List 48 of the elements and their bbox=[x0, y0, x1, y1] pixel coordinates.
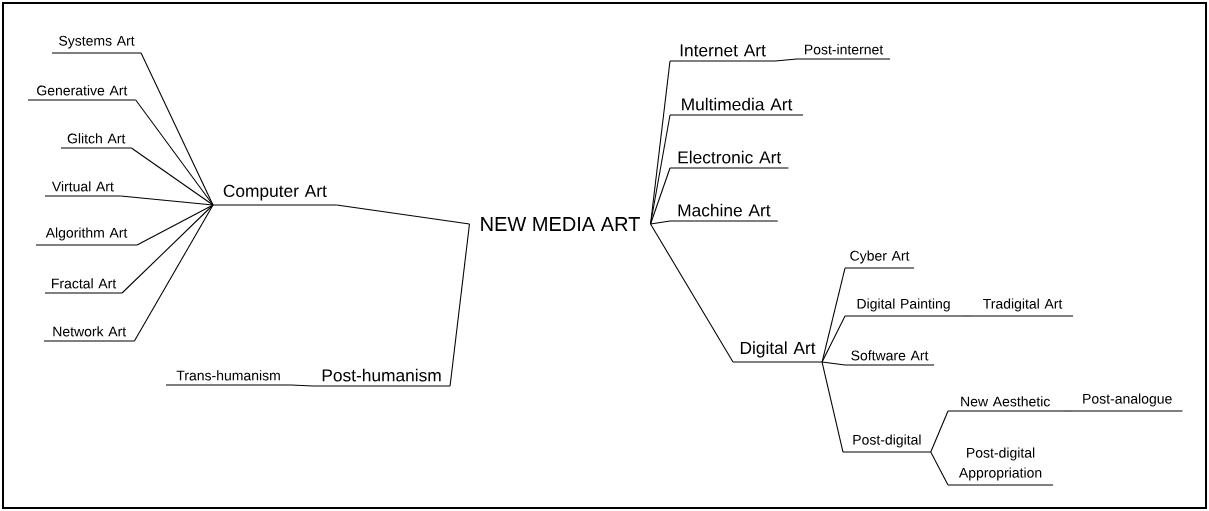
topic-label: Cyber Art bbox=[844, 250, 915, 269]
topic-label: Computer Art bbox=[212, 184, 338, 206]
topic-label: Trans-humanism bbox=[165, 370, 292, 386]
connector-line bbox=[774, 58, 798, 62]
topic-label: New Aesthetic bbox=[947, 396, 1063, 412]
topic-label: Post-digital bbox=[842, 434, 932, 453]
topic-label: Virtual Art bbox=[44, 181, 122, 197]
topic-label: Algorithm Art bbox=[35, 227, 138, 246]
connector-line bbox=[930, 451, 949, 486]
topic-label: Post-digital Appropriation bbox=[947, 447, 1054, 486]
topic-label: Post-internet bbox=[796, 44, 891, 60]
connector-line bbox=[449, 223, 470, 387]
connector-line bbox=[1061, 410, 1073, 412]
topic-label: Software Art bbox=[844, 350, 935, 366]
topic-label: Systems Art bbox=[51, 35, 142, 54]
topic-label: Digital Art bbox=[732, 341, 823, 363]
connector-line bbox=[135, 99, 214, 206]
connector-line bbox=[821, 361, 844, 453]
topic-label: Fractal Art bbox=[44, 278, 123, 294]
connector-line bbox=[961, 315, 973, 317]
connector-line bbox=[130, 147, 214, 206]
connector-line bbox=[290, 384, 314, 387]
connector-line bbox=[133, 204, 214, 342]
connector-line bbox=[650, 114, 671, 225]
topic-label: Digital Painting bbox=[844, 298, 963, 317]
topic-label: Tradigital Art bbox=[971, 298, 1074, 317]
connector-line bbox=[650, 223, 734, 363]
connector-line bbox=[821, 267, 846, 363]
topic-label: Machine Art bbox=[669, 203, 779, 222]
connector-line bbox=[930, 410, 949, 453]
connector-line bbox=[821, 315, 846, 363]
connector-line bbox=[650, 220, 671, 225]
topic-label: Network Art bbox=[43, 326, 135, 342]
connector-line bbox=[650, 167, 671, 225]
topic-label: Internet Art bbox=[669, 44, 776, 62]
topic-label: Post-humanism bbox=[312, 368, 451, 387]
topic-label: Electronic Art bbox=[669, 150, 789, 169]
connector-line bbox=[821, 361, 846, 366]
connector-line bbox=[140, 52, 214, 206]
topic-label: Post-analogue bbox=[1071, 393, 1183, 412]
topic-label: Glitch Art bbox=[60, 133, 132, 149]
connector-line bbox=[120, 195, 214, 206]
topic-label: Multimedia Art bbox=[669, 97, 804, 116]
central-topic: NEW MEDIA ART bbox=[481, 217, 640, 231]
connector-line bbox=[336, 204, 470, 225]
connector-line bbox=[136, 204, 214, 246]
topic-label: Generative Art bbox=[27, 85, 137, 101]
connector-line bbox=[121, 204, 214, 294]
